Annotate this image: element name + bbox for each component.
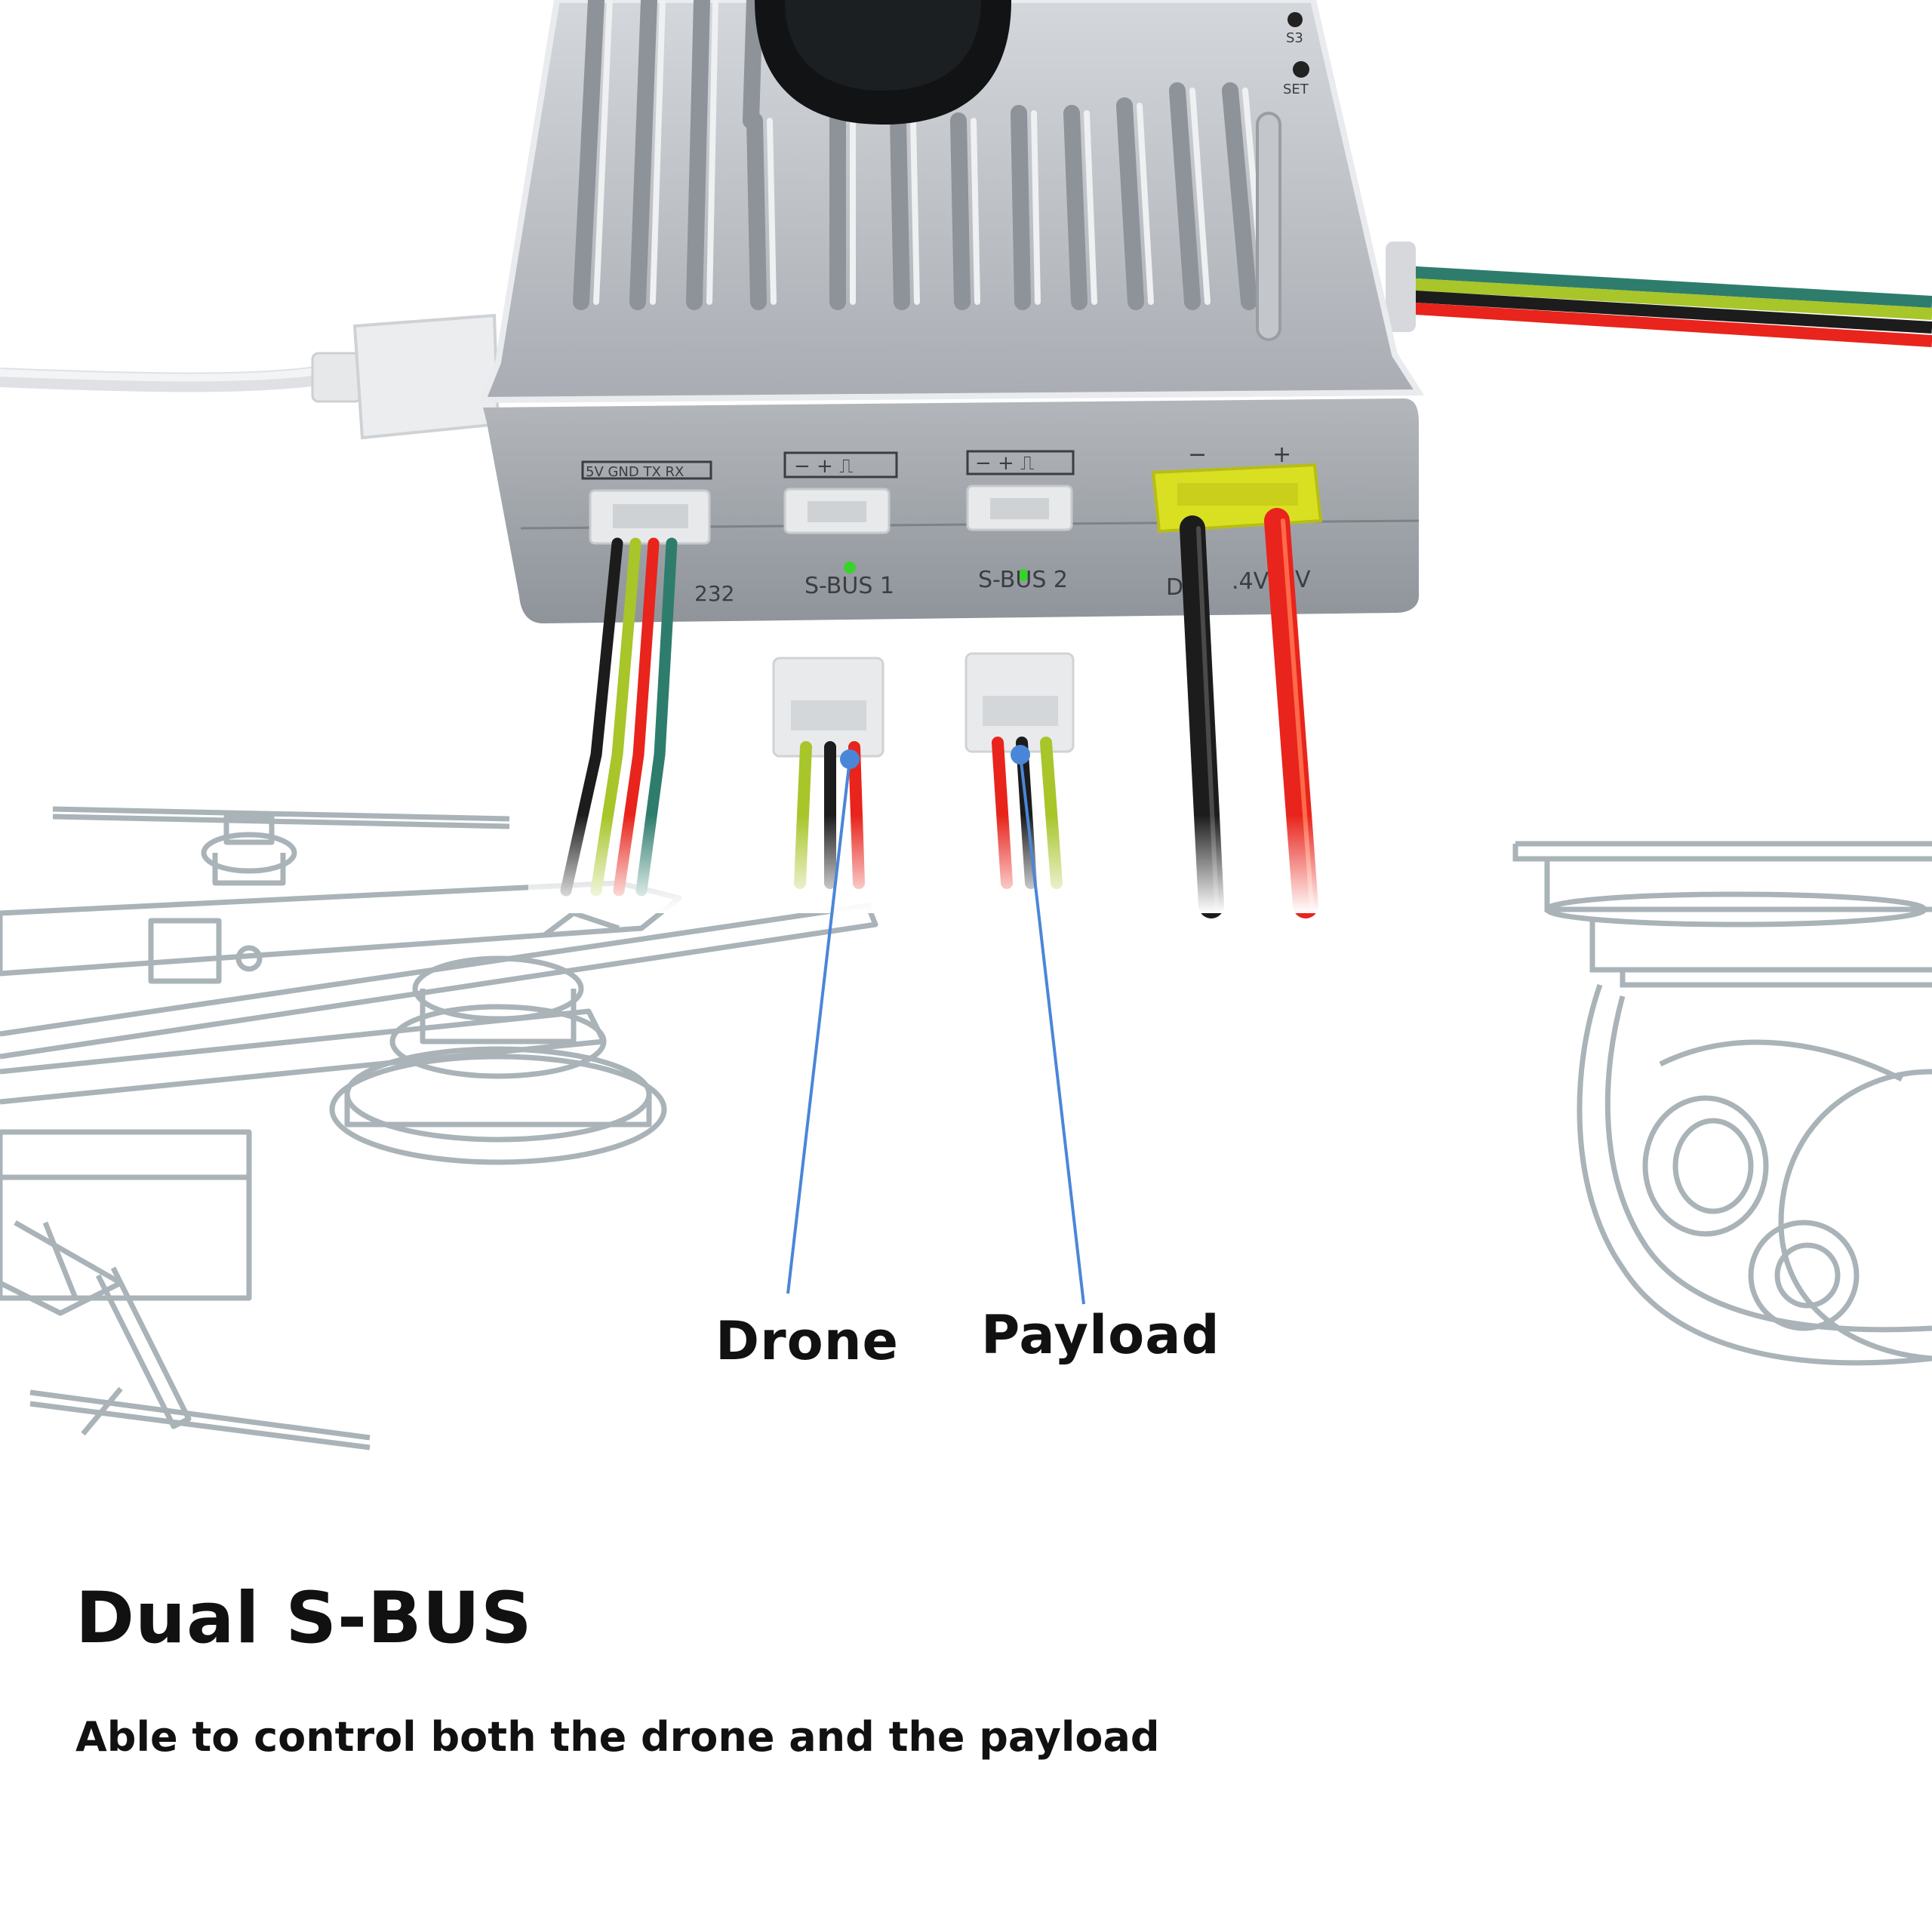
sbus2-port[interactable]: − + ⎍ S-BUS 2 xyxy=(966,450,1075,593)
sbus2-status-led xyxy=(1017,569,1029,581)
drone-callout-label: Drone xyxy=(715,1310,900,1372)
sbus1-status-led xyxy=(844,561,856,574)
payload-sbus-plug xyxy=(964,652,1075,889)
feature-description: Able to control both the drone and the p… xyxy=(75,1713,1160,1761)
sbus1-label: S-BUS 1 xyxy=(804,573,894,599)
callout-lines xyxy=(786,754,1085,1305)
power-label-a: D xyxy=(1166,574,1183,601)
uart-port[interactable]: 5V GND TX RX 232 xyxy=(581,460,734,606)
side-wire-bundle xyxy=(1386,242,1932,347)
power-label-c: V xyxy=(1295,567,1311,593)
drone-callout-dot xyxy=(840,749,860,769)
sbus2-label: S-BUS 2 xyxy=(978,567,1068,593)
payload-callout-label: Payload xyxy=(981,1304,1220,1366)
uart-pin-labels: 5V GND TX RX xyxy=(586,464,684,480)
payload-callout-dot xyxy=(1011,745,1030,764)
s3-button-label: S3 xyxy=(1286,30,1303,46)
ptz-camera-outline-icon xyxy=(1512,841,1932,1366)
feature-title: Dual S-BUS xyxy=(75,1577,533,1660)
payload-callout-line xyxy=(1019,754,1085,1305)
power-label-b: .4V xyxy=(1232,568,1269,595)
uart-port-label: 232 xyxy=(694,581,734,606)
usb-cable-icon xyxy=(0,313,500,440)
sbus1-pin-labels: − + ⎍ xyxy=(794,455,853,478)
power-plus-label: + xyxy=(1272,441,1291,468)
sbus1-port[interactable]: − + ⎍ S-BUS 1 xyxy=(783,451,898,599)
set-button-label: SET xyxy=(1283,82,1309,97)
sbus2-pin-labels: − + ⎍ xyxy=(975,452,1034,475)
power-minus-label: − xyxy=(1188,441,1207,468)
drone-callout-line xyxy=(786,758,851,1294)
drone-outline-icon xyxy=(0,806,878,1451)
